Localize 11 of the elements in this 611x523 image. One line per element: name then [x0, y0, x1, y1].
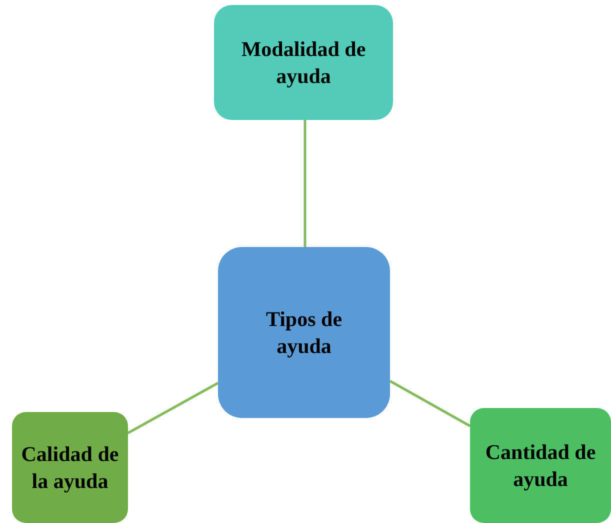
rounded-box: [12, 412, 128, 523]
rounded-box: [218, 247, 390, 418]
node-label: Modalidad de ayuda: [240, 36, 367, 89]
node-label: Tipos de ayuda: [264, 306, 344, 359]
rounded-box: [470, 408, 611, 523]
node-label: Calidad de la ayuda: [20, 441, 120, 494]
node-label: Cantidad de ayuda: [484, 439, 597, 492]
connector-line: [127, 382, 219, 434]
connector-line: [304, 120, 306, 247]
connector-line: [389, 380, 471, 428]
rounded-box: [214, 5, 393, 120]
